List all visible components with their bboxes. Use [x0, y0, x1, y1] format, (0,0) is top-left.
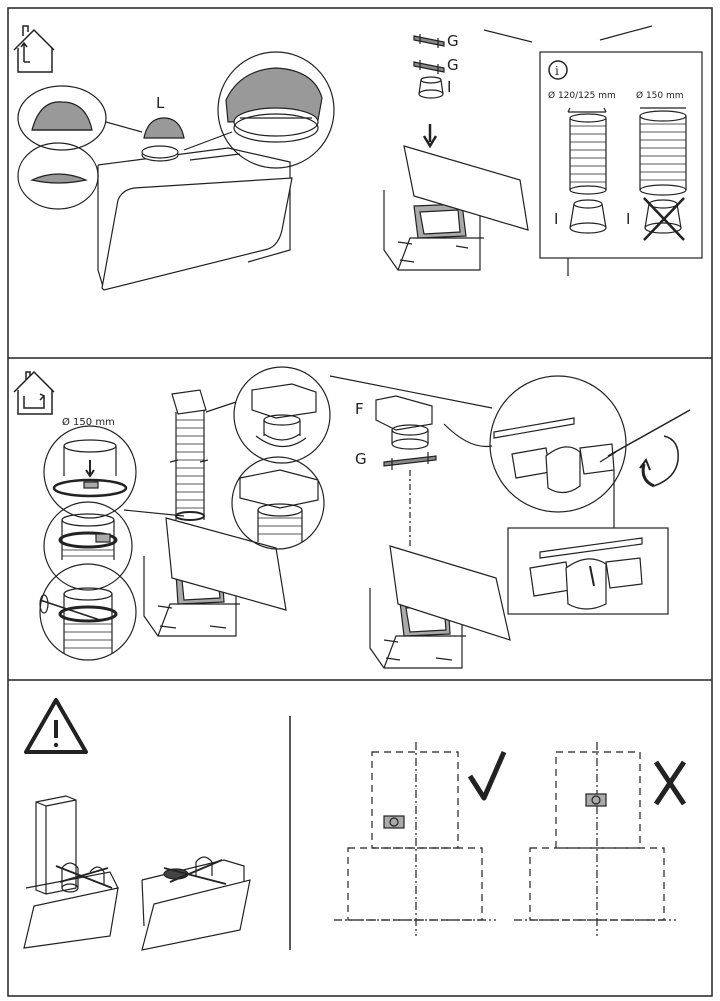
bracket-G1 [413, 34, 445, 48]
connector-F [375, 395, 433, 450]
chimney-hood [23, 795, 119, 949]
placement-incorrect [514, 742, 676, 936]
ceiling-line-2 [329, 375, 493, 409]
label-I-ok: I [554, 210, 558, 228]
panel-1: L G G [13, 25, 703, 291]
info-label-incorrect [585, 793, 607, 807]
svg-text:i: i [555, 64, 559, 78]
hood-with-hose [143, 389, 287, 637]
down-arrow [422, 124, 438, 149]
label-I-top: I [447, 78, 451, 96]
cross-icon [653, 760, 687, 806]
detail-circle-connector-bottom [231, 456, 325, 550]
placement-correct [334, 742, 496, 936]
dim-left: Ø 120/125 mm [548, 90, 616, 101]
hose-120 [567, 107, 607, 195]
label-G1: G [447, 32, 459, 50]
adapter-crossed [643, 197, 685, 241]
pointer-line-4 [205, 401, 237, 413]
detail-circle-shell-flat [17, 142, 99, 210]
inset-box-connector [507, 527, 669, 615]
info-label-correct [383, 815, 405, 829]
dim-150: Ø 150 mm [62, 416, 115, 428]
info-circle-icon [548, 60, 568, 80]
bracket-G2 [413, 60, 445, 74]
clamp-step-2 [43, 501, 133, 591]
pointer-line-2 [183, 131, 233, 151]
label-L: L [156, 94, 165, 112]
pointer-line-5 [443, 423, 493, 448]
pointer-line-3 [123, 509, 185, 517]
hood-unit-1 [97, 145, 293, 291]
dim-right: Ø 150 mm [636, 90, 684, 101]
label-I-bad: I [626, 210, 630, 228]
detail-circle-shell-install [217, 51, 335, 169]
house-recirculation-icon [13, 370, 55, 415]
label-F: F [355, 400, 364, 418]
detail-circle-screw [489, 375, 691, 513]
flat-hood [141, 856, 251, 951]
detail-circle-connector-top [233, 366, 331, 464]
hood-unit-2 [383, 145, 529, 271]
panel-3 [23, 698, 687, 951]
warning-triangle-icon [24, 698, 88, 754]
adapter-I [418, 76, 444, 99]
checkmark-icon [467, 751, 507, 801]
ceiling-lines [483, 25, 653, 43]
part-L [143, 117, 185, 139]
info-box: i Ø 120/125 mm Ø 150 mm I [539, 51, 703, 276]
clamp-step-1 [43, 425, 137, 519]
label-G-panel2: G [355, 450, 367, 468]
clamp-step-3 [39, 563, 137, 661]
detail-circle-shell-closed [17, 85, 107, 151]
rotate-arrow-icon [639, 435, 679, 488]
pointer-line [105, 121, 143, 133]
label-G2: G [447, 56, 459, 74]
panel-2: Ø 150 mm [13, 366, 691, 669]
cross-out-icon [643, 197, 685, 241]
hood-unit-3 [369, 545, 511, 669]
house-exhaust-icon [13, 25, 55, 73]
adapter-ok [569, 199, 607, 234]
bracket-G-panel2 [383, 452, 437, 470]
outer-frame [7, 7, 713, 997]
hose-150 [639, 107, 687, 196]
